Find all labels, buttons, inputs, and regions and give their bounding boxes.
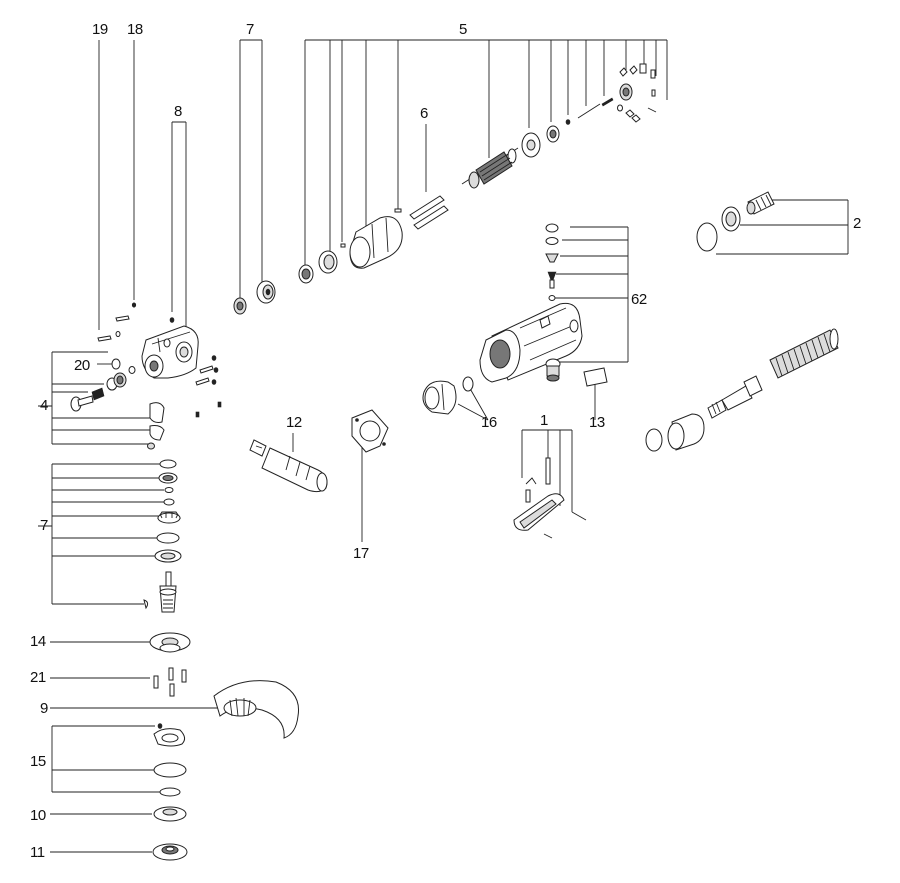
part-exhaust-oring <box>462 376 474 392</box>
leader-5 <box>304 39 668 268</box>
part-fan <box>521 132 541 158</box>
leader-lines <box>38 39 849 853</box>
part-motor-housing <box>349 216 403 269</box>
callout-13: 13 <box>589 414 605 431</box>
part-valve-small-parts <box>617 63 657 123</box>
callout-7-left: 7 <box>40 517 48 534</box>
part-washer-small <box>340 243 346 248</box>
part-bearing-top <box>256 280 276 304</box>
part-key <box>143 599 149 610</box>
part-lock-sleeve <box>106 372 127 391</box>
callout-15: 15 <box>30 753 46 770</box>
part-lock-clip-2 <box>149 425 165 441</box>
part-motor-casing <box>479 302 583 383</box>
part-screws-19-18 <box>97 302 137 342</box>
part-spindle <box>159 571 177 613</box>
part-bearing-needle <box>158 472 178 484</box>
part-hose-oring <box>645 428 663 452</box>
part-flange <box>153 806 187 822</box>
part-motor-assembly <box>233 63 657 315</box>
leader-4 <box>38 351 150 445</box>
part-bearing-large <box>154 549 182 563</box>
part-spring <box>601 97 614 107</box>
callout-6: 6 <box>420 105 428 122</box>
part-throttle-valve-parts <box>545 223 561 382</box>
part-pin-1 <box>394 208 402 213</box>
callout-4: 4 <box>40 397 48 414</box>
callout-9: 9 <box>40 700 48 717</box>
leader-62 <box>552 226 629 363</box>
callout-2: 2 <box>853 215 861 232</box>
part-gear-head <box>141 317 199 379</box>
part-circlip <box>159 459 177 469</box>
leader-1 <box>521 429 573 512</box>
part-gear-small <box>233 297 247 315</box>
part-oring-flange <box>159 787 181 797</box>
part-lock-spring <box>91 387 105 401</box>
part-flange-screws <box>153 667 187 697</box>
part-gasket <box>351 409 389 453</box>
part-label-plate <box>583 367 608 387</box>
part-hose-nipple <box>746 191 775 215</box>
part-spindle-lock <box>70 358 165 450</box>
part-washer-b <box>163 498 175 506</box>
part-armature <box>461 147 519 189</box>
part-washer-c <box>156 532 180 544</box>
callout-14: 14 <box>30 633 46 650</box>
callout-1: 1 <box>540 412 548 429</box>
part-clamping-nut <box>152 843 188 861</box>
part-brush-holder <box>409 195 449 230</box>
callout-11: 11 <box>30 844 45 861</box>
callout-12: 12 <box>286 414 302 431</box>
part-lock-clip-1 <box>149 402 165 423</box>
part-adapter-nut <box>721 206 741 232</box>
part-oring-large <box>696 222 718 252</box>
callout-21: 21 <box>30 669 46 686</box>
leader-15 <box>51 725 162 793</box>
part-guard-clamp <box>153 723 186 747</box>
part-wheel-guard <box>213 680 300 739</box>
part-washer-large <box>153 762 187 778</box>
part-hose-fitting <box>707 375 763 419</box>
part-exhaust-sleeve <box>422 380 457 415</box>
callout-20: 20 <box>74 357 90 374</box>
callout-7-top: 7 <box>246 21 254 38</box>
callout-16: 16 <box>481 414 497 431</box>
callout-10: 10 <box>30 807 46 824</box>
leader-8 <box>171 121 187 330</box>
part-air-inlet-fittings <box>696 191 775 252</box>
part-side-screws <box>195 355 222 418</box>
part-bearing-ring-1 <box>298 264 314 284</box>
part-rod <box>577 103 601 119</box>
part-valve-seat <box>545 358 561 382</box>
part-bearing-ring-2 <box>318 250 338 274</box>
callout-8: 8 <box>174 103 182 120</box>
callout-5: 5 <box>459 21 467 38</box>
callout-62: 62 <box>631 291 647 308</box>
part-lock-button <box>70 395 94 412</box>
part-spindle-stack <box>143 459 182 613</box>
leader-2 <box>716 199 849 255</box>
part-nut-small <box>565 119 571 125</box>
part-exhaust-hose-assembly <box>645 328 839 452</box>
part-spiral-hose <box>769 328 839 379</box>
part-bearing-flange <box>149 632 191 653</box>
part-side-handle <box>249 439 328 493</box>
part-lock-nut <box>147 442 155 450</box>
part-washer-a <box>164 487 174 493</box>
callout-19: 19 <box>92 21 108 38</box>
part-bearing-rear <box>546 125 560 143</box>
leader-7-left <box>38 463 164 605</box>
part-bevel-gear <box>157 511 181 524</box>
part-throttle-lever <box>513 457 587 539</box>
callout-17: 17 <box>353 545 369 562</box>
leader-7-top <box>239 39 263 300</box>
leader-16 <box>457 384 489 421</box>
part-hose-ferrule <box>667 413 705 451</box>
callout-18: 18 <box>127 21 143 38</box>
